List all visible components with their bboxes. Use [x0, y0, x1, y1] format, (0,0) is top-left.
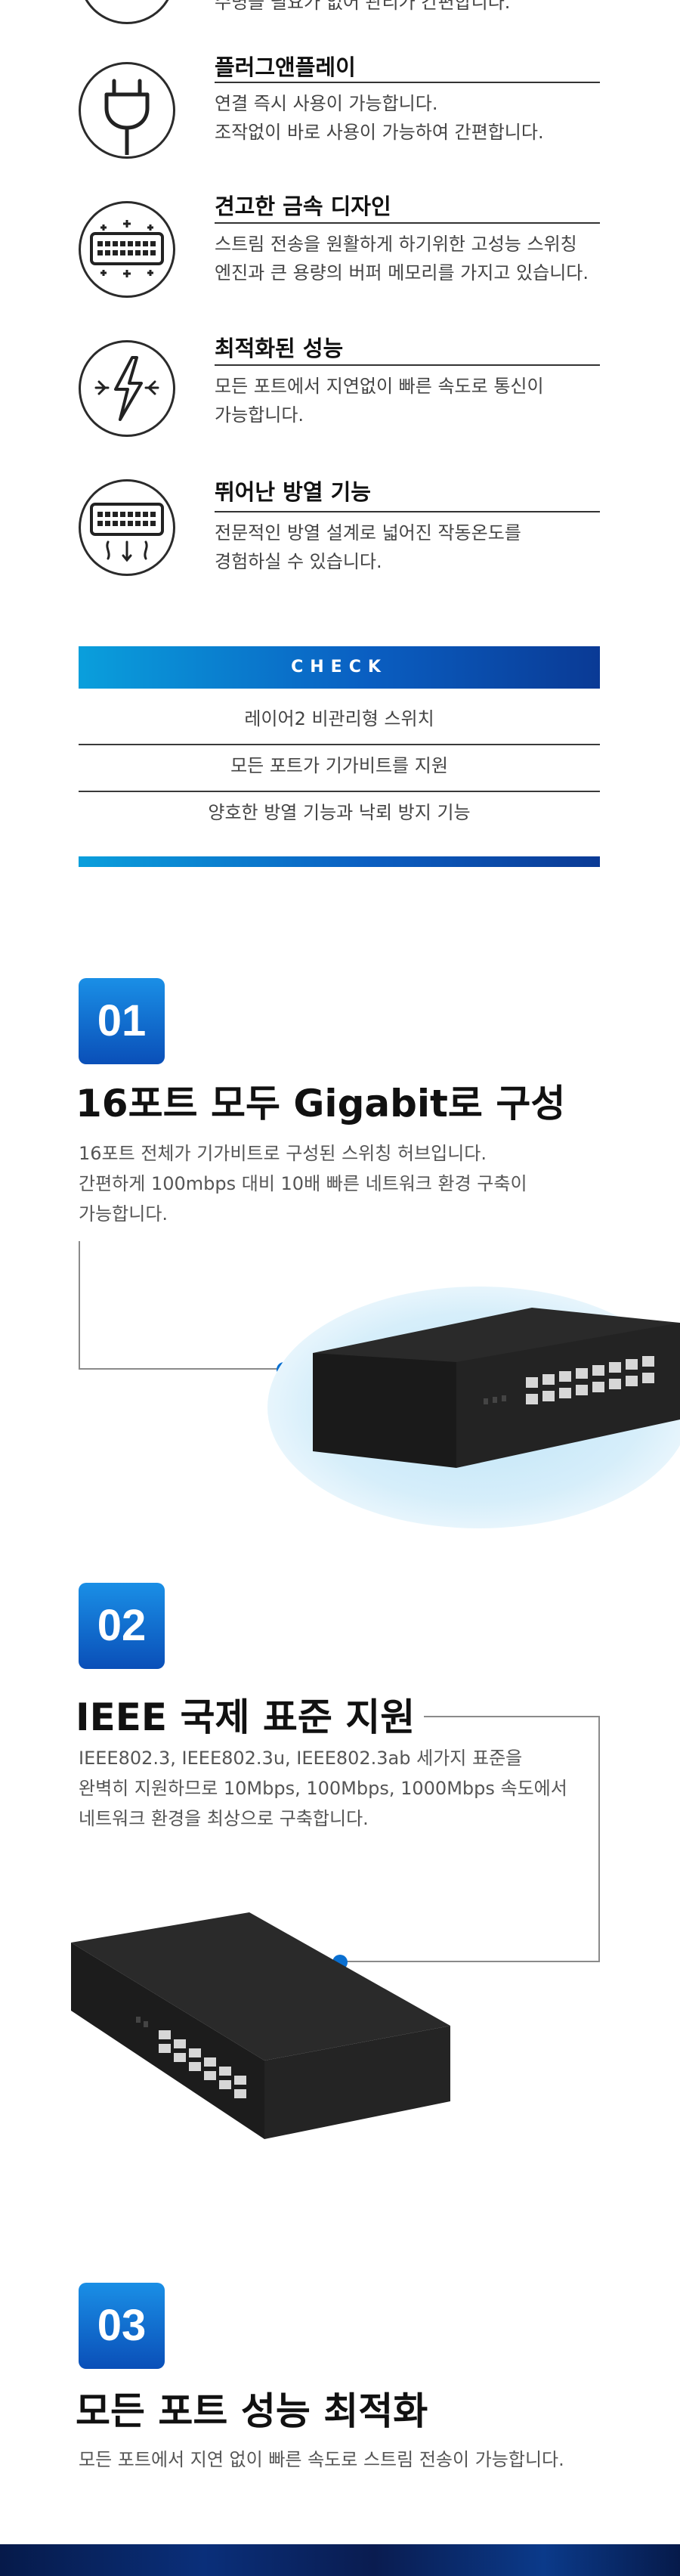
heat-dissipation-icon-svg	[90, 503, 164, 562]
feature-icon-circle-top	[79, 0, 175, 24]
feature-title: 플러그앤플레이	[215, 54, 356, 80]
section-desc: 16포트 전체가 기가비트로 구성된 스위칭 허브입니다. 간편하게 100mb…	[79, 1143, 527, 1225]
section-number-badge: 02	[79, 1583, 165, 1669]
feature-divider	[215, 364, 600, 366]
feature-divider	[215, 511, 600, 512]
plug-icon	[79, 62, 175, 159]
section-number-badge: 03	[79, 2283, 165, 2369]
feature-title: 견고한 금속 디자인	[215, 194, 391, 219]
network-switch-image	[313, 1308, 680, 1468]
feature-desc: 모든 포트에서 지연없이 빠른 속도로 통신이 가능합니다.	[215, 376, 544, 426]
section-title: 16포트 모두 Gigabit로 구성	[76, 1082, 566, 1125]
section-desc: 모든 포트에서 지연 없이 빠른 속도로 스트림 전송이 가능합니다.	[79, 2449, 564, 2470]
lightning-icon-svg	[94, 356, 159, 421]
network-switch-image	[71, 1912, 450, 2139]
feature-desc: 연결 즉시 사용이 가능합니다. 조작없이 바로 사용이 가능하여 간편합니다.	[215, 93, 544, 143]
plug-icon-svg	[104, 79, 150, 155]
feature-desc: 전문적인 방열 설계로 넓어진 작동온도를 경험하실 수 있습니다.	[215, 522, 521, 572]
section-title: 모든 포트 성능 최적화	[76, 2389, 428, 2433]
feature-desc: 스트림 전송을 원활하게 하기위한 고성능 스위칭 엔진과 큰 용량의 버퍼 메…	[215, 234, 589, 283]
feature-divider	[215, 222, 600, 224]
section-title: IEEE 국제 표준 지원	[76, 1687, 425, 1742]
callout-line	[79, 1241, 284, 1370]
feature-divider	[215, 82, 600, 83]
check-item: 레이어2 비관리형 스위치	[244, 708, 434, 729]
section-desc: IEEE802.3, IEEE802.3u, IEEE802.3ab 세가지 표…	[79, 1748, 567, 1829]
check-header: CHECK	[79, 646, 600, 689]
check-item: 양호한 방열 기능과 낙뢰 방지 기능	[208, 802, 471, 823]
metal-switch-icon	[79, 201, 175, 298]
metal-switch-icon-svg	[90, 220, 164, 277]
check-bottom-bar	[79, 856, 600, 867]
check-divider	[79, 791, 600, 792]
bottom-banner-strip	[0, 2544, 680, 2576]
heat-dissipation-icon	[79, 479, 175, 576]
check-item: 모든 포트가 기가비트를 지원	[230, 755, 448, 776]
check-divider	[79, 744, 600, 745]
feature-desc-top-partial: 수명을 필요가 없어 관리가 간편합니다.	[215, 0, 511, 13]
section-number-badge: 01	[79, 978, 165, 1064]
feature-title: 뛰어난 방열 기능	[215, 479, 371, 505]
callout-line	[332, 1716, 600, 1962]
lightning-icon	[79, 340, 175, 437]
feature-title: 최적화된 성능	[215, 336, 344, 361]
